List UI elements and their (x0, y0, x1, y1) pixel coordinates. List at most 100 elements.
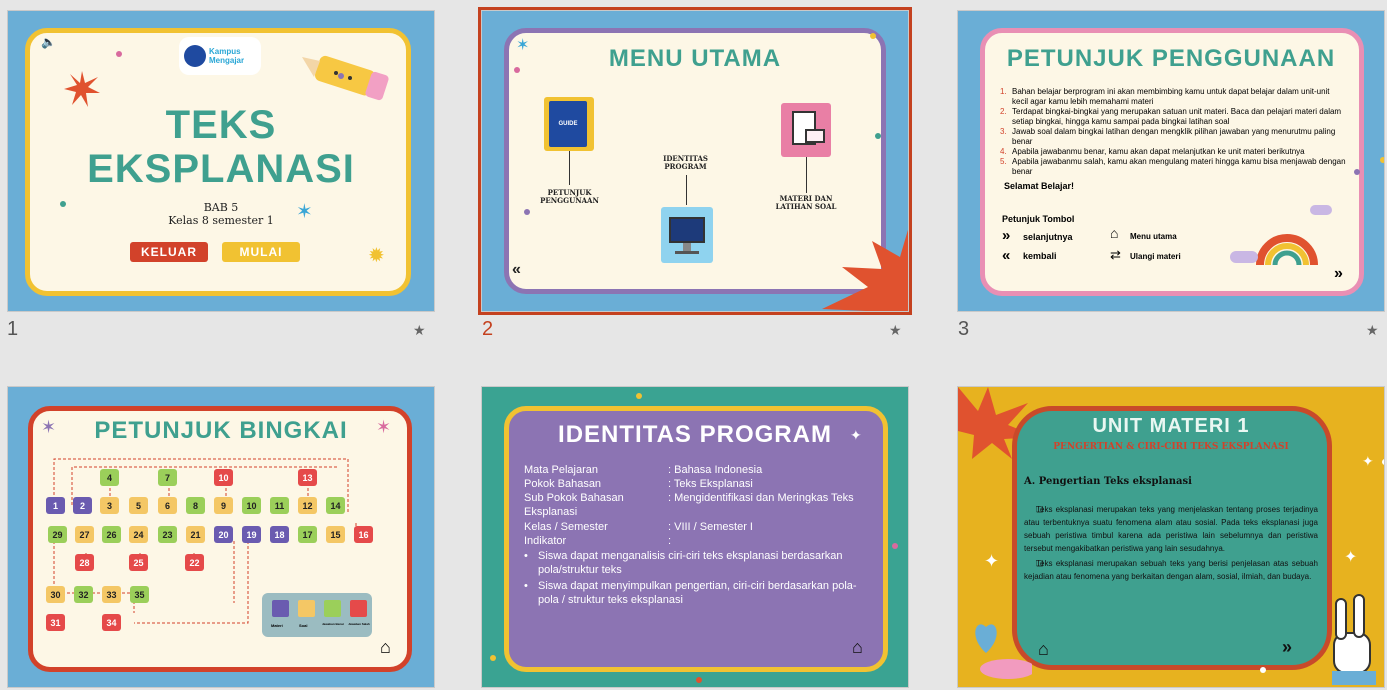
frame-box[interactable]: 23 (158, 526, 177, 543)
next-arrows-icon[interactable]: » (1282, 637, 1293, 657)
frame-box[interactable]: 30 (46, 586, 65, 603)
home-icon[interactable]: ⌂ (1038, 639, 1049, 659)
slide-title-line2: EKSPLANASI (87, 147, 355, 191)
petunjuk-penggunaan-label[interactable]: PETUNJUK PENGGUNAAN (540, 188, 599, 205)
indikator-item: •Siswa dapat menganalisis ciri-ciri teks… (524, 550, 843, 576)
kelas-label: Kelas 8 semester 1 (168, 214, 274, 227)
frame-box[interactable]: 28 (75, 554, 94, 571)
slide-title: MENU UTAMA (608, 45, 782, 72)
indikator-item: •Siswa dapat menyimpulkan pengertian, ci… (524, 580, 857, 606)
frame-box[interactable]: 33 (102, 586, 121, 603)
computer-icon[interactable] (661, 207, 713, 263)
paragraph-1: ❑Teks eksplanasi merupakan teks yang men… (1024, 505, 1318, 553)
frame-box[interactable]: 9 (214, 497, 233, 514)
frame-box[interactable]: 32 (74, 586, 93, 603)
frame-box[interactable]: 8 (186, 497, 205, 514)
frame-box[interactable]: 27 (75, 526, 94, 543)
slide-thumbnail-5[interactable]: IDENTITAS PROGRAM ✦ Mata Pelajaran : Bah… (481, 386, 909, 688)
sparkle-icon: ✶ (376, 417, 392, 437)
legend-materi: Materi (271, 623, 283, 628)
repeat-icon: ⇄ (1110, 247, 1121, 262)
frame-box[interactable]: 18 (270, 526, 289, 543)
frame-box[interactable]: 20 (214, 526, 233, 543)
frame-box[interactable]: 11 (270, 497, 289, 514)
slide-number-3: 3 (958, 318, 970, 340)
frame-box[interactable]: 3 (100, 497, 119, 514)
slide-number-2: 2 (482, 318, 494, 340)
row-key: Kelas / Semester (524, 521, 608, 533)
back-arrows-icon[interactable]: « (512, 261, 521, 278)
sparkle-icon: ✹ (368, 245, 385, 267)
transition-star-icon: ★ (413, 322, 426, 338)
starburst-icon (822, 229, 908, 311)
frame-box[interactable]: 12 (298, 497, 317, 514)
row-key: Eksplanasi (524, 506, 578, 518)
mulai-button[interactable]: MULAI (222, 242, 300, 262)
frame-box[interactable]: 15 (326, 526, 345, 543)
speaker-icon[interactable]: 🔈 (41, 35, 56, 49)
frame-box[interactable]: 35 (130, 586, 149, 603)
frame-box[interactable]: 26 (102, 526, 121, 543)
frame-box[interactable]: 25 (129, 554, 148, 571)
next-arrows-icon[interactable]: » (1334, 265, 1343, 282)
step-item: 1.Bahan belajar berprogram ini akan memb… (1000, 87, 1330, 106)
guide-book-icon[interactable]: GUIDE (544, 97, 594, 151)
frame-box[interactable]: 16 (354, 526, 373, 543)
identitas-program-label[interactable]: IDENTITAS PROGRAM (663, 154, 708, 171)
frame-box[interactable]: 24 (129, 526, 148, 543)
slide-thumbnail-2[interactable]: ✶ MENU UTAMA GUIDE PETUNJUK PENGGUNAAN I… (478, 7, 912, 315)
starburst-icon (958, 387, 1038, 459)
selanjutnya-label: selanjutnya (1023, 232, 1073, 242)
sparkle-icon: ✶ (41, 417, 57, 437)
frame-box[interactable]: 10 (242, 497, 261, 514)
slide-title: UNIT MATERI 1 (1092, 415, 1250, 437)
legend-salah: Jawaban Salah (348, 622, 370, 626)
slide-number-1: 1 (7, 318, 19, 340)
kembali-label: kembali (1023, 251, 1057, 261)
slide-title: PETUNJUK BINGKAI (94, 417, 348, 444)
sparkle-icon: ✶ (296, 201, 313, 223)
greeting-text: Selamat Belajar! (1004, 181, 1075, 191)
sparkle-icon: ✦ (850, 427, 862, 443)
home-icon[interactable]: ⌂ (852, 637, 863, 657)
row-key: Sub Pokok Bahasan (524, 492, 624, 504)
row-value: : Teks Eksplanasi (668, 478, 753, 490)
frame-box[interactable]: 13 (298, 469, 317, 486)
slide-frame (504, 406, 888, 672)
starburst-icon (64, 71, 100, 107)
step-item: 3.Jawab soal dalam bingkai latihan denga… (1000, 127, 1336, 146)
frame-box[interactable]: 29 (48, 526, 67, 543)
slide-thumbnail-4[interactable]: ✶ ✶ PETUNJUK BINGKAI 1 2 3 5 6 8 9 10 11… (7, 386, 435, 688)
frame-box[interactable]: 19 (242, 526, 261, 543)
row-value: : Mengidentifikasi dan Meringkas Teks (668, 492, 854, 504)
row-key: Mata Pelajaran (524, 464, 598, 476)
heart-character-icon (975, 624, 1032, 679)
menu-utama-label: Menu utama (1130, 232, 1177, 241)
sparkle-icon: ✶ (516, 37, 530, 54)
frame-box[interactable]: 1 (46, 497, 65, 514)
worksheet-icon[interactable] (781, 103, 831, 157)
frame-box[interactable]: 22 (185, 554, 204, 571)
materi-latihan-label[interactable]: MATERI DAN LATIHAN SOAL (775, 194, 837, 211)
slide-frame (1012, 406, 1332, 670)
indikator-list: •Siswa dapat menganalisis ciri-ciri teks… (524, 549, 864, 607)
slide-thumbnail-6[interactable]: UNIT MATERI 1 PENGERTIAN & CIRI-CIRI TEK… (957, 386, 1385, 688)
frame-box[interactable]: 17 (298, 526, 317, 543)
frame-box[interactable]: 5 (129, 497, 148, 514)
frame-box[interactable]: 7 (158, 469, 177, 486)
frame-box[interactable]: 6 (158, 497, 177, 514)
frame-box[interactable]: 21 (186, 526, 205, 543)
frame-box[interactable]: 4 (100, 469, 119, 486)
home-icon[interactable]: ⌂ (380, 637, 391, 657)
frame-box[interactable]: 2 (73, 497, 92, 514)
frame-box[interactable]: 14 (326, 497, 345, 514)
slide-thumbnail-3[interactable]: PETUNJUK PENGGUNAAN 1.Bahan belajar berp… (957, 10, 1385, 312)
ulangi-label: Ulangi materi (1130, 252, 1181, 261)
frame-box[interactable]: 10 (214, 469, 233, 486)
frame-box[interactable]: 31 (46, 614, 65, 631)
rainbow-icon (1256, 234, 1318, 266)
frame-box[interactable]: 34 (102, 614, 121, 631)
keluar-button[interactable]: KELUAR (130, 242, 208, 262)
next-arrows-icon: » (1002, 227, 1011, 244)
